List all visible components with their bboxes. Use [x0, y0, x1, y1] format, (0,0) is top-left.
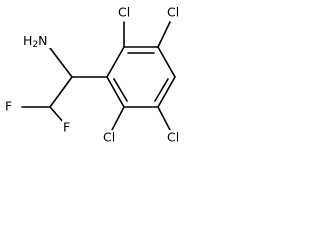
bond-ring-to-cl-top-right — [157, 21, 171, 48]
chemical-structure-diagram: H2N F F Cl Cl Cl Cl — [0, 0, 198, 154]
chlorine-bottom-left-label: Cl — [103, 130, 115, 145]
cl-top-right-bg — [166, 6, 184, 20]
atom-labels: H2N F F Cl Cl Cl Cl — [4, 5, 184, 145]
ring-double-bond-right — [154, 78, 169, 102]
fluorine-left-label: F — [5, 99, 12, 114]
bond-ring-to-cl-bottom-left — [111, 106, 125, 131]
cl-bottom-left-bg — [102, 130, 120, 144]
bond-ring-to-cl-bottom-right — [157, 106, 171, 131]
ring-bond-6 — [106, 46, 125, 78]
bond-ch-to-nh2 — [49, 47, 73, 78]
chlorine-bottom-right-label: Cl — [167, 130, 179, 145]
substituent-bonds — [21, 21, 171, 131]
ring-double-bond-left — [113, 78, 128, 102]
fluorine-right-label: F — [63, 120, 70, 135]
chlorine-top-left-label: Cl — [118, 5, 130, 20]
cl-top-left-bg — [117, 6, 135, 20]
fluorine-left-bg — [4, 100, 18, 114]
nh2-label-bg — [22, 33, 52, 48]
ring-bond-5 — [106, 76, 125, 108]
ring-bond-2 — [157, 46, 176, 78]
cl-bottom-right-bg — [166, 130, 184, 144]
benzene-ring — [106, 46, 176, 108]
fluorine-right-bg — [62, 120, 76, 134]
chlorine-top-right-label: Cl — [167, 5, 179, 20]
ring-bond-3 — [157, 76, 176, 108]
amine-label: H2N — [23, 33, 48, 50]
bond-ch-to-chf2 — [49, 76, 73, 108]
molecule-drawing: H2N F F Cl Cl Cl Cl — [4, 5, 184, 145]
